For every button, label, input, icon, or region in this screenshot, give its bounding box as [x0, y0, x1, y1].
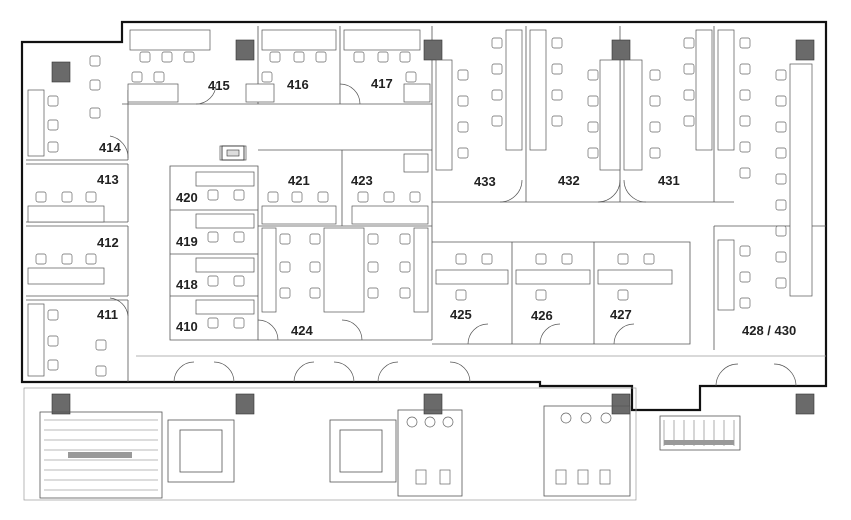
printer-icon — [221, 145, 245, 161]
room-label-410: 410 — [176, 319, 198, 334]
room-label-423: 423 — [351, 173, 373, 188]
doors — [109, 83, 797, 387]
room-labels: 414 415 416 417 413 412 411 420 419 418 … — [97, 76, 796, 338]
building-core — [23, 387, 741, 501]
room-label-427: 427 — [610, 307, 632, 322]
room-label-414: 414 — [99, 140, 121, 155]
room-label-411: 411 — [97, 307, 118, 322]
room-label-433: 433 — [474, 174, 496, 189]
room-label-419: 419 — [176, 234, 198, 249]
room-label-420: 420 — [176, 190, 198, 205]
room-label-426: 426 — [531, 308, 553, 323]
columns — [51, 39, 815, 415]
furniture — [27, 29, 813, 377]
room-label-425: 425 — [450, 307, 472, 322]
room-label-412: 412 — [97, 235, 119, 250]
room-label-417: 417 — [371, 76, 393, 91]
room-label-428-430: 428 / 430 — [742, 323, 796, 338]
room-label-424: 424 — [291, 323, 313, 338]
room-label-431: 431 — [658, 173, 680, 188]
room-label-413: 413 — [97, 172, 119, 187]
room-label-416: 416 — [287, 77, 309, 92]
room-label-421: 421 — [288, 173, 310, 188]
room-label-418: 418 — [176, 277, 198, 292]
outer-wall — [20, 20, 828, 412]
room-label-415: 415 — [208, 78, 230, 93]
room-label-432: 432 — [558, 173, 580, 188]
